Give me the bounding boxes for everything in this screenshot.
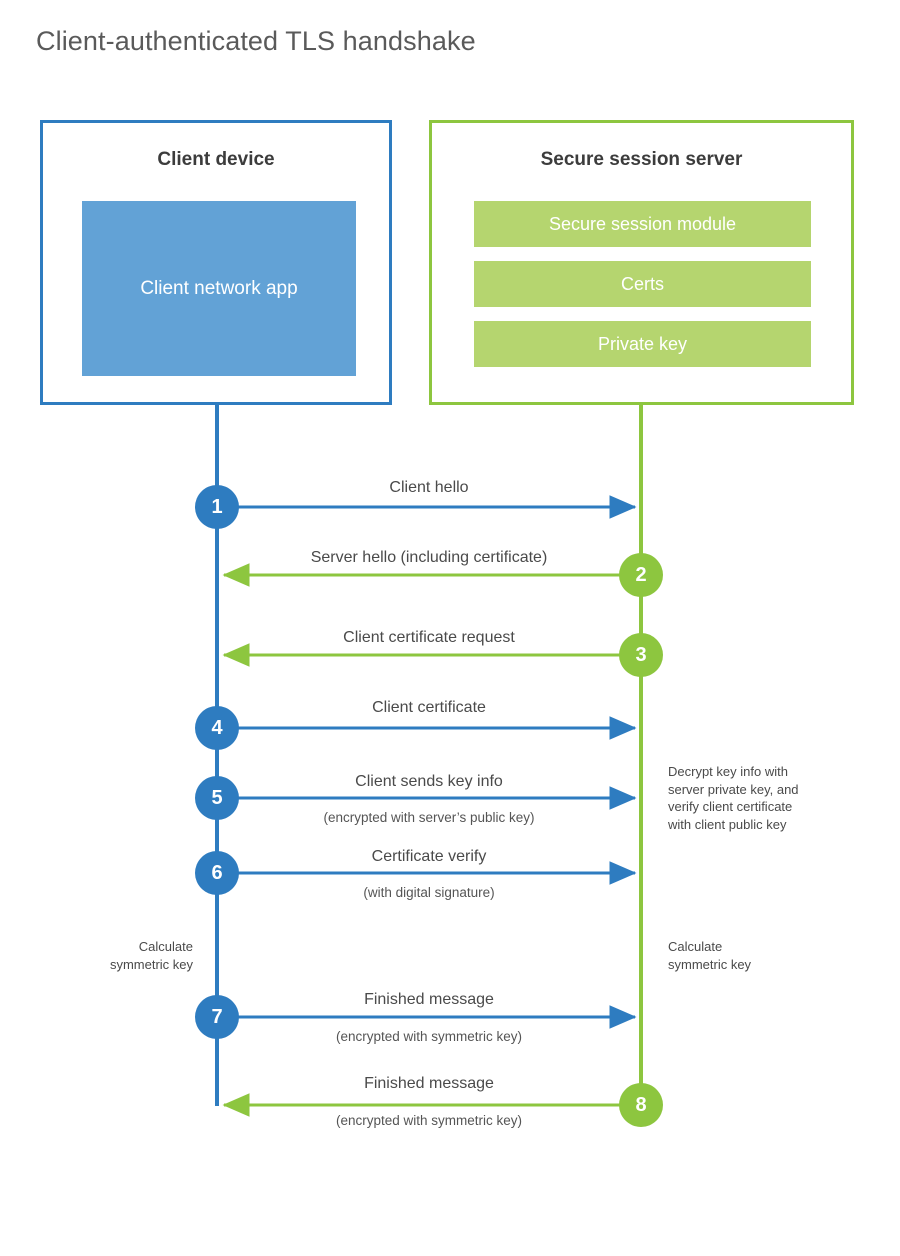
server-calculate-line-1: Calculate: [668, 939, 723, 954]
server-decrypt-line-2: server private key, and: [668, 781, 799, 797]
server-decrypt-line-1: Decrypt key info with: [668, 764, 788, 779]
message-label-8: Finished message: [364, 1075, 494, 1092]
server-calculate-line-2: symmetric key: [668, 956, 752, 972]
step-circle-1[interactable]: 1: [195, 485, 239, 529]
secure-session-server-box: Secure session server Secure session mod…: [429, 120, 854, 405]
client-calculate-symmetric-key-annotation: Calculate symmetric key: [80, 938, 193, 973]
server-module-private-key: Private key: [474, 321, 811, 367]
message-sublabel-6: (with digital signature): [363, 885, 495, 900]
step-circle-6[interactable]: 6: [195, 851, 239, 895]
message-label-3: Client certificate request: [343, 629, 515, 646]
step-circle-3[interactable]: 3: [619, 633, 663, 677]
page-title: Client-authenticated TLS handshake: [36, 26, 476, 56]
message-sublabel-8: (encrypted with symmetric key): [335, 1113, 523, 1128]
step-circle-4[interactable]: 4: [195, 706, 239, 750]
server-decrypt-line-4: with client public key: [668, 816, 787, 832]
client-network-app-block: Client network app: [82, 201, 356, 376]
client-calculate-line-1: Calculate: [138, 939, 193, 954]
server-calculate-symmetric-key-annotation: Calculate symmetric key: [668, 938, 808, 973]
step-circle-2[interactable]: 2: [619, 553, 663, 597]
message-label-5: Client sends key info: [355, 773, 503, 790]
step-circle-8[interactable]: 8: [619, 1083, 663, 1127]
message-label-4: Client certificate: [372, 699, 486, 716]
message-label-1: Client hello: [389, 479, 469, 496]
server-module-certs: Certs: [474, 261, 811, 307]
client-calculate-line-2: symmetric key: [109, 956, 193, 972]
server-decrypt-line-3: verify client certificate: [668, 799, 793, 814]
client-device-title: Client device: [157, 149, 275, 170]
message-label-2: Server hello (including certificate): [310, 549, 548, 566]
message-label-6: Certificate verify: [371, 848, 487, 865]
step-circle-7[interactable]: 7: [195, 995, 239, 1039]
secure-session-server-title: Secure session server: [540, 149, 743, 170]
step-circle-5[interactable]: 5: [195, 776, 239, 820]
message-sublabel-5: (encrypted with server’s public key): [323, 810, 535, 825]
server-decrypt-annotation: Decrypt key info with server private key…: [668, 763, 838, 833]
client-device-box: Client device Client network app: [40, 120, 392, 405]
message-sublabel-7: (encrypted with symmetric key): [335, 1029, 523, 1044]
message-label-7: Finished message: [364, 991, 494, 1008]
server-module-secure-session-module: Secure session module: [474, 201, 811, 247]
